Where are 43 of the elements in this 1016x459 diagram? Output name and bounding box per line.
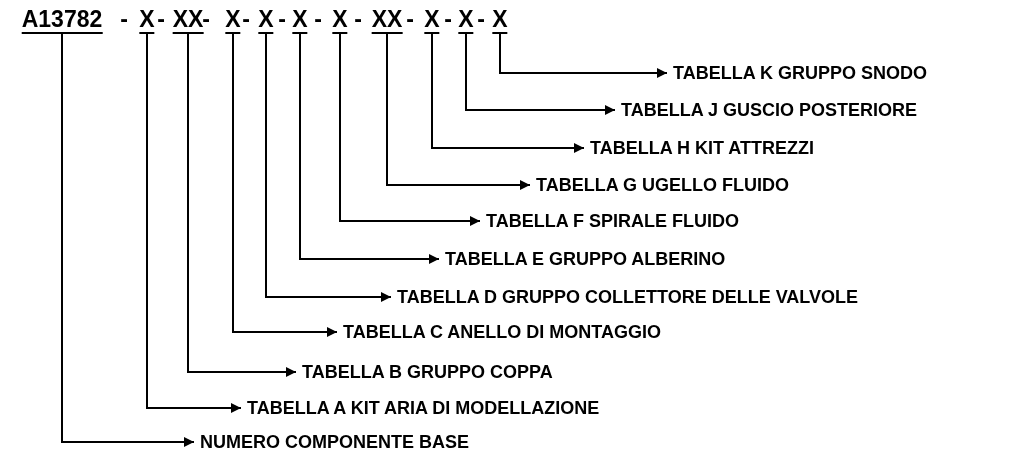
table-label: TABELLA G UGELLO FLUIDO (536, 175, 789, 195)
table-label: TABELLA A KIT ARIA DI MODELLAZIONE (247, 398, 600, 418)
arrow (232, 33, 338, 337)
separator-dash: - (314, 6, 322, 32)
code-segment: A13782 (21, 6, 103, 34)
separator-dash: - (354, 6, 362, 32)
table-label: TABELLA J GUSCIO POSTERIORE (621, 100, 918, 120)
arrow (146, 33, 242, 413)
separator-dash: - (477, 6, 485, 32)
table-label: TABELLA K GRUPPO SNODO (673, 63, 927, 83)
arrow (431, 33, 585, 153)
separator-dash: - (278, 6, 286, 32)
code-segment: X (292, 6, 308, 34)
code-segment: XX (371, 6, 403, 34)
arrow (499, 33, 668, 78)
table-label: TABELLA C ANELLO DI MONTAGGIO (343, 322, 661, 342)
table-label: NUMERO COMPONENTE BASE (200, 432, 469, 452)
table-label: TABELLA H KIT ATTREZZI (590, 138, 814, 158)
arrow (386, 33, 531, 190)
table-label: TABELLA D GRUPPO COLLETTORE DELLE VALVOLE (397, 287, 858, 307)
separator-dash: - (242, 6, 250, 32)
arrow (265, 33, 392, 302)
separator-dash: - (406, 6, 414, 32)
separator-dash: - (202, 6, 210, 32)
code-segment: X (492, 6, 508, 34)
separator-dash: - (157, 6, 165, 32)
arrow (339, 33, 481, 226)
code-segment: X (332, 6, 348, 34)
arrow (299, 33, 440, 264)
arrow (187, 33, 297, 377)
code-segment: X (424, 6, 440, 34)
separator-dash: - (444, 6, 452, 32)
table-label: TABELLA F SPIRALE FLUIDO (486, 211, 739, 231)
separator-dash: - (120, 6, 128, 32)
code-segment: X (458, 6, 474, 34)
code-segment: X (225, 6, 241, 34)
arrow (61, 33, 195, 447)
table-label: TABELLA E GRUPPO ALBERINO (445, 249, 726, 269)
code-segment: X (139, 6, 155, 34)
code-segment: X (258, 6, 274, 34)
table-label: TABELLA B GRUPPO COPPA (302, 362, 553, 382)
arrow (465, 33, 616, 115)
code-segment: XX (172, 6, 204, 34)
